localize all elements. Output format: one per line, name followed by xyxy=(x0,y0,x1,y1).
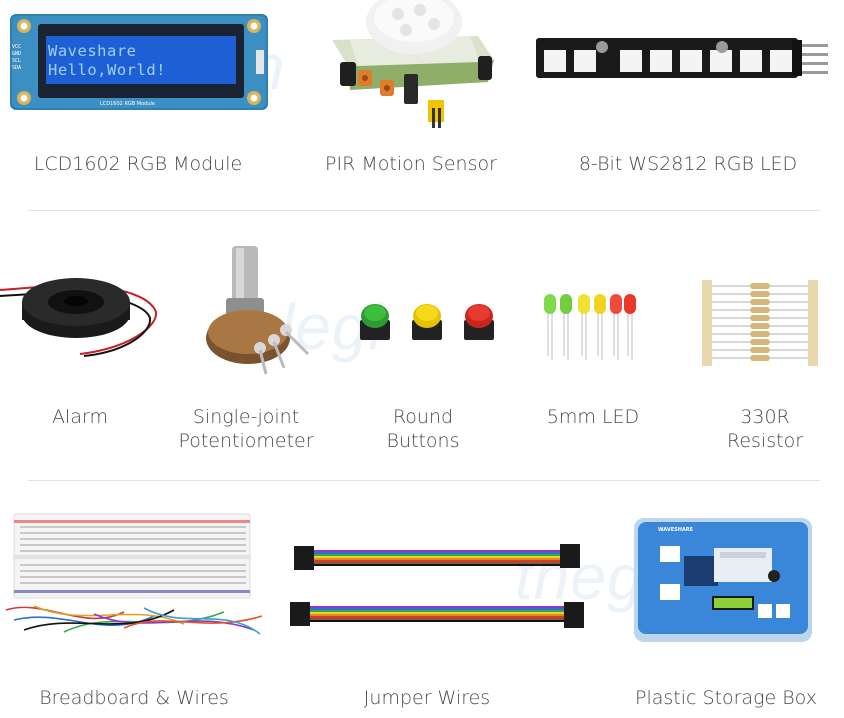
product-label: Round Buttons xyxy=(386,406,460,452)
breadboard-icon xyxy=(4,512,266,642)
resistor-icon xyxy=(698,276,822,370)
product-label: 8-Bit WS2812 RGB LED xyxy=(578,153,798,175)
lcd-module-icon xyxy=(10,14,268,110)
rgb-led-strip-icon xyxy=(536,36,828,82)
pir-sensor-icon xyxy=(328,0,496,130)
lcd-line-2: Hello,World! xyxy=(48,61,166,79)
potentiometer-icon xyxy=(204,244,314,378)
storage-box-icon xyxy=(634,518,812,642)
product-label: Single-joint Potentiometer xyxy=(178,406,314,452)
product-label: LCD1602 RGB Module xyxy=(33,153,243,175)
lcd-pin-sda: SDA xyxy=(12,65,22,71)
lcd-pin-scl: SCL xyxy=(12,58,22,64)
storage-box-brand: WAVESHARE xyxy=(658,527,694,533)
lcd-module-print: LCD1602 RGB Module xyxy=(100,101,155,107)
product-label: Jumper Wires xyxy=(363,687,491,709)
product-label: 5mm LED xyxy=(546,406,640,428)
row-divider xyxy=(28,480,820,481)
row-divider xyxy=(28,210,820,211)
lcd-pin-gnd: GND xyxy=(12,51,22,57)
round-buttons-icon xyxy=(356,300,496,344)
product-label: PIR Motion Sensor xyxy=(325,153,497,175)
product-label: 330R Resistor xyxy=(727,406,803,452)
lcd-pin-labels: VCC GND SCL SDA xyxy=(12,44,30,72)
product-label: Breadboard & Wires xyxy=(39,687,229,709)
lcd-screen-text: Waveshare Hello,World! xyxy=(48,42,166,80)
buzzer-icon xyxy=(0,268,160,360)
lcd-pin-vcc: VCC xyxy=(12,44,22,50)
product-label: Plastic Storage Box xyxy=(635,687,817,709)
lcd-line-1: Waveshare xyxy=(48,42,137,60)
led-icon xyxy=(538,290,642,362)
jumper-wires-icon xyxy=(288,540,586,636)
product-label: Alarm xyxy=(52,406,108,428)
